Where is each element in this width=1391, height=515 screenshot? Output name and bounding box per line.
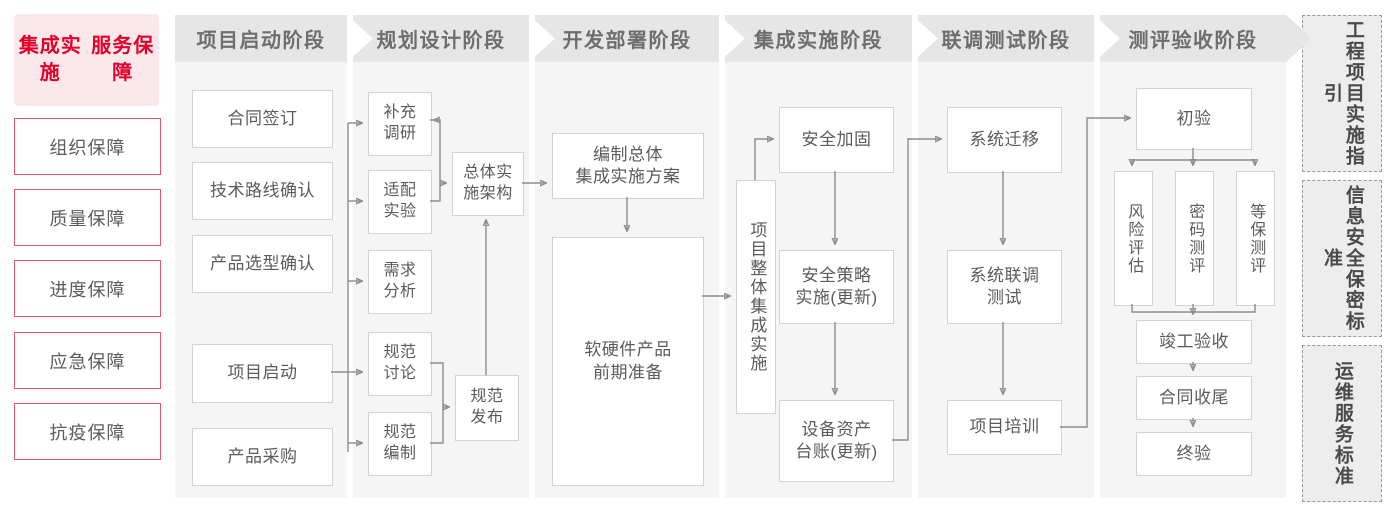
node-product-selection-confirm[interactable]: 产品选型确认 [192, 235, 333, 293]
node-contract-signing[interactable]: 合同签订 [192, 90, 333, 148]
node-label: 技术路线确认 [210, 180, 315, 200]
node-product-procurement[interactable]: 产品采购 [192, 428, 333, 486]
node-label: 合同签订 [227, 108, 298, 128]
node-label: 补充调研 [383, 104, 417, 142]
node-label: 编制总体集成实施方案 [575, 144, 681, 186]
node-preliminary-acceptance[interactable]: 初验 [1136, 88, 1252, 150]
node-standard-drafting[interactable]: 规范编制 [368, 412, 432, 476]
node-label: 项目培训 [969, 417, 1040, 437]
node-standard-discussion[interactable]: 规范讨论 [368, 332, 432, 396]
node-label: 终验 [1176, 443, 1212, 463]
node-label: 密码测评 [1186, 202, 1204, 275]
node-requirement-analysis[interactable]: 需求分析 [368, 250, 432, 314]
node-label: 产品选型确认 [210, 253, 315, 273]
node-label: 项目整体集成实施 [747, 221, 767, 373]
node-label: 产品采购 [227, 446, 298, 466]
node-project-kickoff[interactable]: 项目启动 [192, 344, 333, 403]
guarantee-item-organization[interactable]: 组织保障 [14, 118, 161, 175]
stage-header-label: 规划设计阶段 [376, 30, 506, 52]
node-label: 初验 [1176, 108, 1212, 128]
node-label: 等保测评 [1247, 202, 1265, 275]
node-label: 系统联调测试 [969, 265, 1040, 307]
stage-header-label: 联调测试阶段 [941, 30, 1071, 52]
guarantee-label: 抗疫保障 [49, 422, 126, 443]
stage-header-5[interactable]: 联调测试阶段 [918, 15, 1094, 62]
node-label: 规范发布 [470, 388, 504, 426]
stage-header-4[interactable]: 集成实施阶段 [725, 15, 912, 62]
node-tech-route-confirm[interactable]: 技术路线确认 [192, 162, 333, 220]
node-contract-closure[interactable]: 合同收尾 [1136, 376, 1252, 420]
stage-header-label: 集成实施阶段 [754, 30, 883, 52]
node-label: 安全加固 [801, 129, 872, 149]
node-label: 合同收尾 [1159, 387, 1229, 407]
node-label: 安全策略实施(更新) [795, 265, 878, 307]
stage-header-label: 项目启动阶段 [196, 30, 326, 52]
node-security-hardening[interactable]: 安全加固 [779, 107, 894, 173]
node-final-acceptance[interactable]: 终验 [1136, 432, 1252, 476]
node-standard-release[interactable]: 规范发布 [455, 375, 519, 441]
node-label: 规范编制 [383, 424, 417, 462]
reference-panel-engineering-guide[interactable]: 工程项目实施指引 [1302, 15, 1382, 172]
node-cryptography-evaluation[interactable]: 密码测评 [1175, 171, 1214, 306]
node-supplementary-research[interactable]: 补充调研 [368, 92, 432, 156]
node-hardware-software-preparation[interactable]: 软硬件产品前期准备 [552, 237, 704, 486]
node-adaptation-experiment[interactable]: 适配实验 [368, 170, 432, 234]
guarantee-item-quality[interactable]: 质量保障 [14, 189, 161, 246]
stage-header-3[interactable]: 开发部署阶段 [535, 15, 719, 62]
stage-header-label: 测评验收阶段 [1128, 30, 1258, 52]
node-completion-acceptance[interactable]: 竣工验收 [1136, 320, 1252, 364]
guarantee-item-epidemic[interactable]: 抗疫保障 [14, 403, 161, 460]
node-label: 系统迁移 [969, 129, 1040, 149]
node-label: 风险评估 [1125, 202, 1143, 275]
stage-header-label: 开发部署阶段 [562, 30, 692, 52]
node-label: 设备资产台账(更新) [795, 419, 878, 461]
node-label: 竣工验收 [1159, 331, 1229, 351]
stage-header-1[interactable]: 项目启动阶段 [175, 15, 347, 62]
node-project-training[interactable]: 项目培训 [947, 400, 1062, 455]
node-label: 规范讨论 [383, 344, 417, 382]
node-security-policy-implementation[interactable]: 安全策略实施(更新) [779, 250, 894, 324]
reference-panel-label: 信息安全保密标准 [1321, 185, 1364, 332]
left-panel-title: 集成实施 服务保障 [14, 14, 159, 106]
guarantee-label: 应急保障 [49, 351, 126, 372]
node-system-joint-debug-test[interactable]: 系统联调测试 [947, 250, 1062, 324]
node-equipment-asset-ledger[interactable]: 设备资产台账(更新) [779, 400, 894, 482]
node-label: 总体实施架构 [463, 164, 513, 202]
node-label: 适配实验 [383, 182, 417, 220]
guarantee-item-schedule[interactable]: 进度保障 [14, 260, 161, 317]
node-mlps-evaluation[interactable]: 等保测评 [1236, 171, 1275, 306]
node-overall-project-integration[interactable]: 项目整体集成实施 [736, 180, 776, 414]
reference-panel-security-standard[interactable]: 信息安全保密标准 [1302, 180, 1382, 337]
node-overall-integration-plan[interactable]: 编制总体集成实施方案 [552, 133, 704, 199]
guarantee-label: 进度保障 [49, 279, 126, 300]
left-panel-title-line2: 服务保障 [91, 35, 155, 84]
left-panel-title-line1: 集成实施 [18, 35, 82, 84]
reference-panel-label: 运维服务标准 [1331, 360, 1353, 487]
node-overall-implementation-architecture[interactable]: 总体实施架构 [452, 152, 524, 216]
guarantee-item-emergency[interactable]: 应急保障 [14, 332, 161, 389]
reference-panel-label: 工程项目实施指引 [1321, 20, 1364, 167]
node-label: 软硬件产品前期准备 [584, 340, 672, 382]
node-system-migration[interactable]: 系统迁移 [947, 107, 1062, 173]
stage-header-2[interactable]: 规划设计阶段 [353, 15, 529, 62]
node-risk-assessment[interactable]: 风险评估 [1114, 171, 1153, 306]
guarantee-label: 质量保障 [49, 208, 126, 229]
node-label: 项目启动 [227, 363, 298, 383]
stage-header-6[interactable]: 测评验收阶段 [1100, 15, 1286, 62]
guarantee-label: 组织保障 [49, 137, 126, 158]
reference-panel-ops-standard[interactable]: 运维服务标准 [1302, 345, 1382, 502]
node-label: 需求分析 [383, 262, 417, 300]
